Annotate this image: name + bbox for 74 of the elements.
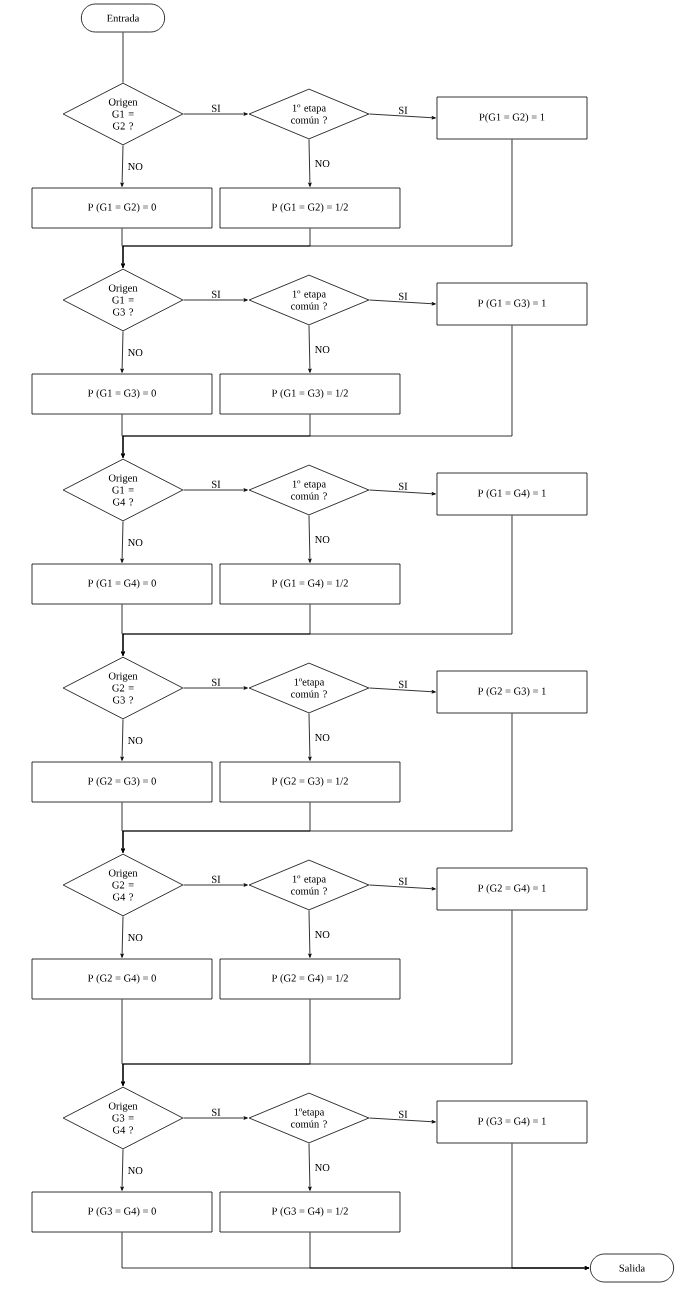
arrow xyxy=(308,325,312,373)
arrow xyxy=(183,686,248,690)
edge-label: SI xyxy=(397,291,409,301)
edge-label: NO xyxy=(126,736,144,746)
process-box: P (G2 = G3) = 1/2 xyxy=(219,761,401,803)
edge-label: NO xyxy=(126,1166,144,1176)
arrow xyxy=(121,325,513,458)
process-box: P (G1 = G4) = 1 xyxy=(436,472,588,516)
edge-label: SI xyxy=(210,874,222,884)
process-box: P (G1 = G4) = 1/2 xyxy=(219,563,401,605)
edge-label: SI xyxy=(210,103,222,113)
process-box: P (G2 = G3) = 0 xyxy=(31,761,213,803)
arrow xyxy=(369,884,436,891)
edge-label: SI xyxy=(210,1107,222,1117)
process-box: P (G1 = G2) = 0 xyxy=(31,187,213,229)
process-box: P (G1 = G3) = 1/2 xyxy=(219,373,401,415)
arrow xyxy=(120,916,124,958)
arrow xyxy=(121,139,513,268)
process-box: P (G3 = G4) = 0 xyxy=(31,1191,213,1233)
arrow xyxy=(183,298,248,302)
arrow xyxy=(121,910,513,1086)
terminal-box: Entrada xyxy=(80,3,166,33)
process-box: P (G2 = G4) = 1 xyxy=(436,867,588,911)
arrow xyxy=(369,1117,436,1124)
arrow xyxy=(121,713,513,853)
process-box: P (G2 = G4) = 1/2 xyxy=(219,958,401,1000)
arrow xyxy=(369,299,436,306)
arrow xyxy=(120,521,124,563)
arrow xyxy=(511,1143,590,1270)
edge-label: NO xyxy=(313,1163,331,1173)
process-box: P (G1 = G3) = 1 xyxy=(436,282,588,326)
arrow xyxy=(183,883,248,887)
arrow xyxy=(183,112,248,116)
edge-label: NO xyxy=(126,162,144,172)
edge-label: NO xyxy=(126,348,144,358)
arrow xyxy=(120,719,124,761)
arrow xyxy=(183,1116,248,1120)
arrow xyxy=(369,113,436,120)
arrow xyxy=(308,139,312,187)
edge-label: NO xyxy=(126,933,144,943)
arrow xyxy=(120,1149,124,1191)
edge-label: SI xyxy=(397,679,409,689)
terminal-box: Salida xyxy=(589,1253,675,1283)
arrow xyxy=(308,713,312,761)
edge-label: SI xyxy=(210,289,222,299)
edge-label: NO xyxy=(313,159,331,169)
process-box: P (G1 = G4) = 0 xyxy=(31,563,213,605)
arrow xyxy=(308,1143,312,1191)
edge-label: NO xyxy=(313,535,331,545)
edge-label: SI xyxy=(210,479,222,489)
edge-label: SI xyxy=(397,481,409,491)
process-box: P (G1 = G2) = 1/2 xyxy=(219,187,401,229)
edge-label: SI xyxy=(397,876,409,886)
edge-label: SI xyxy=(210,677,222,687)
arrow xyxy=(120,145,124,187)
edge-label: NO xyxy=(313,733,331,743)
arrow xyxy=(121,515,513,656)
arrow xyxy=(308,910,312,958)
edge-label: NO xyxy=(313,930,331,940)
edge-label: SI xyxy=(397,1109,409,1119)
arrow xyxy=(183,488,248,492)
process-box: P (G3 = G4) = 1 xyxy=(436,1100,588,1144)
arrow xyxy=(308,515,312,563)
process-box: P (G2 = G4) = 0 xyxy=(31,958,213,1000)
edge-label: NO xyxy=(313,345,331,355)
process-box: P(G1 = G2) = 1 xyxy=(436,96,588,140)
edge-label: SI xyxy=(397,105,409,115)
edge-label: NO xyxy=(126,538,144,548)
arrow xyxy=(369,687,436,694)
arrow xyxy=(120,331,124,373)
process-box: P (G3 = G4) = 1/2 xyxy=(219,1191,401,1233)
arrow xyxy=(369,489,436,496)
process-box: P (G1 = G3) = 0 xyxy=(31,373,213,415)
process-box: P (G2 = G3) = 1 xyxy=(436,670,588,714)
